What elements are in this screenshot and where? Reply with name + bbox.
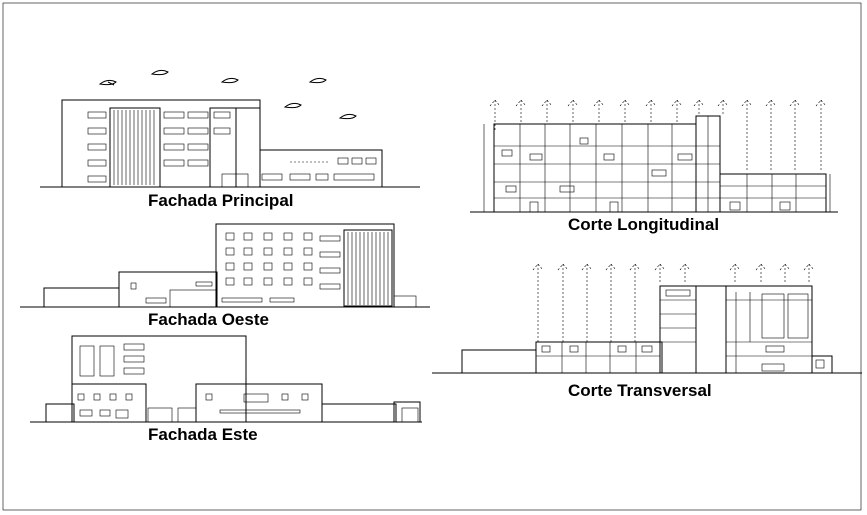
section-marker-row-transversal (532, 263, 815, 344)
corte-longitudinal-section: Corte Longitudinal (470, 99, 838, 234)
tree-symbols (98, 69, 357, 120)
section-marker-row-longitudinal (489, 99, 827, 170)
fachada-este-label: Fachada Este (148, 425, 258, 444)
fachada-oeste-label: Fachada Oeste (148, 310, 269, 329)
fachada-principal-label: Fachada Principal (148, 191, 294, 210)
corte-transversal-section: Corte Transversal (432, 263, 862, 400)
corte-longitudinal-label: Corte Longitudinal (568, 215, 719, 234)
corte-transversal-label: Corte Transversal (568, 381, 712, 400)
fachada-principal-elevation: Fachada Principal (40, 69, 420, 210)
fachada-oeste-elevation: Fachada Oeste (20, 223, 430, 329)
fachada-este-elevation: Fachada Este (30, 335, 422, 444)
